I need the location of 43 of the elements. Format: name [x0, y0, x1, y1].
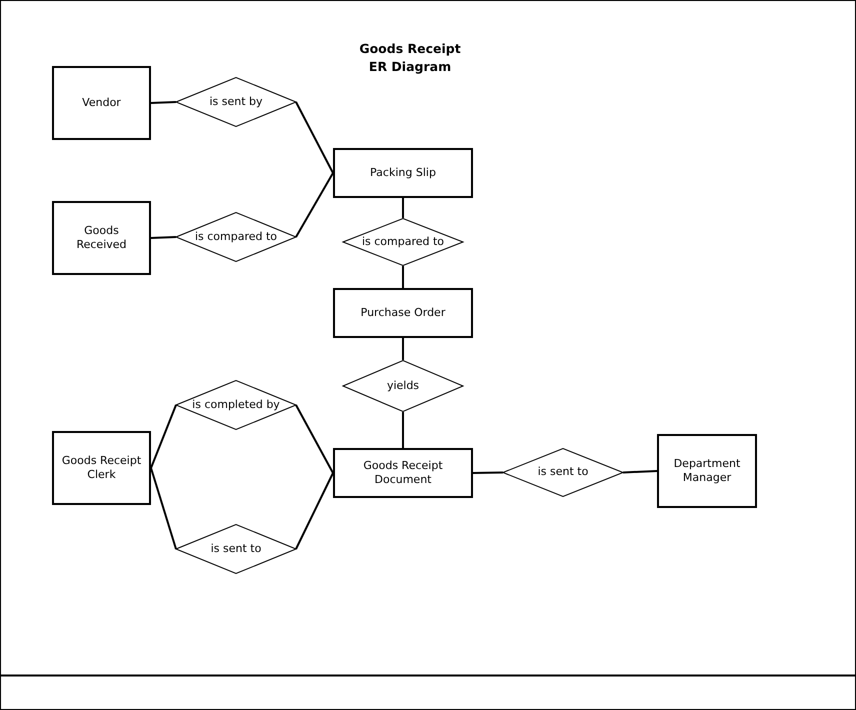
connector-line [402, 198, 404, 218]
connector-line [622, 470, 658, 474]
relationship-label: is sent by [208, 94, 264, 110]
relationship-diamond [503, 448, 623, 497]
entity-name: Purchase Order [360, 306, 446, 320]
relationship-label: is sent to [210, 542, 262, 556]
connector-line [402, 412, 404, 448]
connector-line [402, 266, 404, 288]
connector-line [295, 404, 334, 474]
entity-box [333, 148, 473, 198]
entity-name: Vendor [81, 96, 122, 110]
entity-box [52, 201, 151, 275]
entity-box [52, 431, 151, 505]
connector-line [295, 102, 334, 174]
connector-line [150, 101, 176, 104]
relationship-label: is compared to [194, 230, 278, 244]
diagram-title: Goods Receipt ER Diagram [358, 40, 462, 75]
connector-line [472, 472, 504, 474]
relationship-label: is completed by [191, 398, 281, 412]
entity-box [333, 448, 473, 498]
relationship-diamond [343, 218, 463, 266]
relationship-label: is compared to [360, 234, 446, 250]
entity-name: Goods Received [75, 224, 128, 252]
relationship-diamond [176, 212, 296, 262]
entity-box [333, 288, 473, 338]
entity-name: Goods Receipt Clerk [60, 454, 142, 482]
entity-name: Packing Slip [369, 166, 437, 180]
relationship-diamond [176, 524, 296, 574]
connector-line [150, 236, 176, 239]
connector-line [150, 468, 177, 550]
connector-line [402, 338, 404, 360]
connector-line [295, 172, 334, 238]
relationship-diamond [176, 380, 296, 430]
relationship-label: yields [386, 378, 420, 394]
connector-line [150, 404, 177, 468]
entity-box [52, 66, 151, 140]
connector-line [295, 472, 334, 550]
relationship-label: is sent to [536, 465, 590, 480]
entity-name: Department Manager [672, 456, 742, 486]
relationship-diamond [176, 77, 296, 127]
entity-name: Goods Receipt Document [362, 458, 444, 488]
relationship-diamond [343, 360, 463, 412]
entity-box [657, 434, 757, 508]
